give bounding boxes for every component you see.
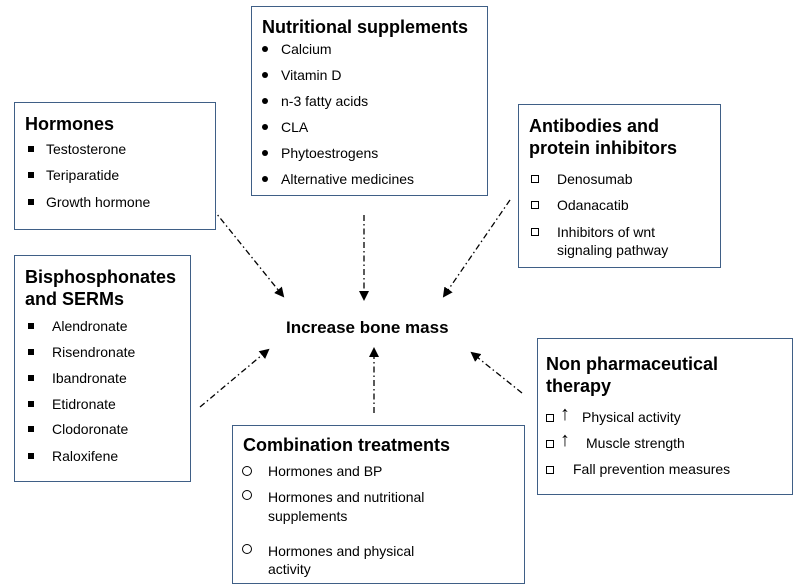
arrow-nonpharm: [470, 351, 523, 394]
bullet-square: [28, 349, 34, 355]
combination-treatments-title: Combination treatments: [243, 435, 451, 455]
list-item: Raloxifene: [52, 448, 119, 464]
list-item: Etidronate: [52, 396, 116, 412]
bullet-square: [28, 375, 34, 381]
bullet-dot: [262, 124, 268, 130]
list-item: Muscle strength: [586, 435, 685, 451]
bullet-circle: [242, 490, 252, 500]
non-pharmaceutical-title-line2: therapy: [546, 376, 612, 396]
bullet-open-square: [546, 466, 554, 474]
up-arrow-icon: ↑: [560, 403, 570, 425]
list-item-continued: supplements: [268, 508, 348, 524]
antibodies-box: Antibodies and protein inhibitors Denosu…: [518, 104, 721, 268]
list-item: Denosumab: [557, 171, 633, 187]
bullet-open-square: [546, 414, 554, 422]
list-item: Hormones and BP: [268, 463, 383, 479]
hormones-title: Hormones: [25, 114, 115, 134]
bullet-square: [28, 146, 34, 152]
hormones-box: Hormones Testosterone Teriparatide Growt…: [14, 102, 216, 230]
list-item: CLA: [281, 119, 309, 135]
list-item: Phytoestrogens: [281, 145, 379, 161]
list-item: Risendronate: [52, 344, 136, 360]
list-item: Teriparatide: [46, 167, 120, 183]
combination-treatments-box: Combination treatments Hormones and BP H…: [232, 425, 525, 584]
bullet-square: [28, 199, 34, 205]
list-item: Hormones and physical: [268, 543, 415, 559]
arrow-bisphosphonates: [199, 348, 270, 408]
nutritional-supplements-title: Nutritional supplements: [262, 17, 469, 37]
list-item: Alternative medicines: [281, 171, 415, 187]
center-label: Increase bone mass: [286, 318, 449, 337]
antibodies-title-line1: Antibodies and: [529, 116, 659, 136]
list-item: Clodoronate: [52, 421, 129, 437]
bullet-dot: [262, 176, 268, 182]
bullet-square: [28, 453, 34, 459]
list-item: Vitamin D: [281, 67, 342, 83]
bullet-square: [28, 426, 34, 432]
list-item: Fall prevention measures: [573, 461, 731, 477]
bullet-dot: [262, 98, 268, 104]
list-item-continued: signaling pathway: [557, 242, 669, 258]
list-item: Alendronate: [52, 318, 128, 334]
nutritional-supplements-box: Nutritional supplements Calcium Vitamin …: [251, 6, 488, 196]
list-item: Physical activity: [582, 409, 681, 425]
bisphosphonates-box: Bisphosphonates and SERMs Alendronate Ri…: [14, 255, 191, 482]
list-item: Hormones and nutritional: [268, 489, 425, 505]
bullet-dot: [262, 46, 268, 52]
bullet-open-square: [531, 201, 539, 209]
list-item: Inhibitors of wnt: [557, 224, 656, 240]
bullet-open-square: [531, 228, 539, 236]
bullet-square: [28, 323, 34, 329]
non-pharmaceutical-box: Non pharmaceutical therapy ↑ Physical ac…: [537, 338, 793, 495]
bullet-circle: [242, 466, 252, 476]
antibodies-title-line2: protein inhibitors: [529, 138, 677, 158]
bullet-dot: [262, 150, 268, 156]
list-item: Calcium: [281, 41, 332, 57]
list-item-continued: activity: [268, 561, 311, 577]
bullet-circle: [242, 544, 252, 554]
bullet-square: [28, 172, 34, 178]
bisphosphonates-title-line1: Bisphosphonates: [25, 267, 177, 287]
list-item: Growth hormone: [46, 194, 151, 210]
bullet-open-square: [531, 175, 539, 183]
arrow-antibodies: [442, 199, 511, 298]
list-item: Testosterone: [46, 141, 127, 157]
list-item: Ibandronate: [52, 370, 127, 386]
list-item: n-3 fatty acids: [281, 93, 369, 109]
arrow-hormones: [211, 207, 285, 298]
up-arrow-icon: ↑: [560, 429, 570, 451]
non-pharmaceutical-title-line1: Non pharmaceutical: [546, 354, 719, 374]
bullet-open-square: [546, 440, 554, 448]
list-item: Odanacatib: [557, 197, 629, 213]
bullet-square: [28, 401, 34, 407]
bisphosphonates-title-line2: and SERMs: [25, 289, 125, 309]
bullet-dot: [262, 72, 268, 78]
